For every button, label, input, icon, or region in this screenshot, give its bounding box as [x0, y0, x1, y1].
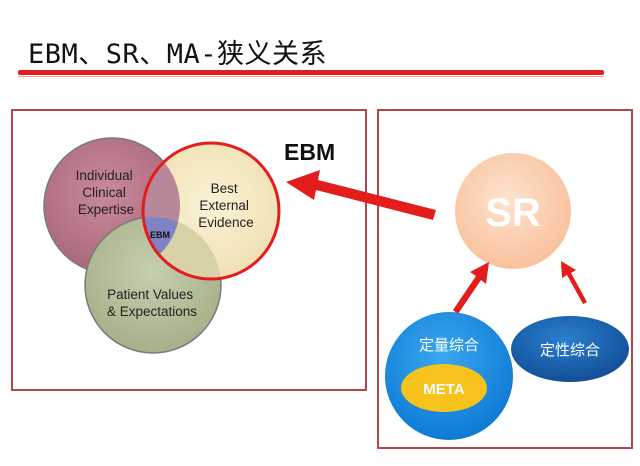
overlap-evidence-patient [143, 217, 221, 279]
label-evidence-line1: Best [211, 181, 238, 196]
label-evidence-line2: External [199, 198, 249, 213]
label-evidence-line3: Evidence [198, 215, 254, 230]
page-title: EBM、SR、MA-狭义关系 [28, 39, 328, 70]
qualitative-label: 定性综合 [540, 341, 600, 359]
quantitative-label: 定量综合 [419, 336, 479, 354]
label-patient: Patient Values & Expectations [107, 287, 197, 319]
watermark-text: 医咖会 [540, 417, 600, 441]
arrow-label-ebm: EBM [284, 139, 335, 165]
watermark-logo-icon [506, 414, 534, 442]
sr-label: SR [485, 191, 541, 235]
meta-ellipse [401, 364, 487, 412]
arrow-qual-to-sr [561, 261, 587, 304]
label-clinical-line1: Individual [76, 168, 133, 183]
arrow-quant-to-sr [453, 262, 489, 314]
left-panel-frame [11, 109, 367, 391]
label-patient-line1: Patient Values [107, 287, 193, 302]
label-clinical: Individual Clinical Expertise [76, 168, 137, 217]
label-clinical-line3: Expertise [78, 202, 134, 217]
label-clinical-line2: Clinical [82, 185, 126, 200]
sr-circle [455, 153, 571, 269]
label-patient-line2: & Expectations [107, 304, 197, 319]
right-panel-frame [377, 109, 633, 449]
title-underline-shadow [18, 76, 604, 77]
arrow-sr-to-ebm [286, 170, 436, 220]
meta-label: META [423, 381, 465, 398]
label-center-ebm: EBM [150, 230, 170, 240]
label-evidence: Best External Evidence [198, 181, 254, 230]
watermark: 医咖会 [506, 414, 600, 442]
watermark-logo-mark [513, 421, 522, 435]
qualitative-ellipse [511, 316, 629, 382]
evidence-highlight-ring [141, 141, 281, 281]
title-underline [18, 70, 604, 75]
